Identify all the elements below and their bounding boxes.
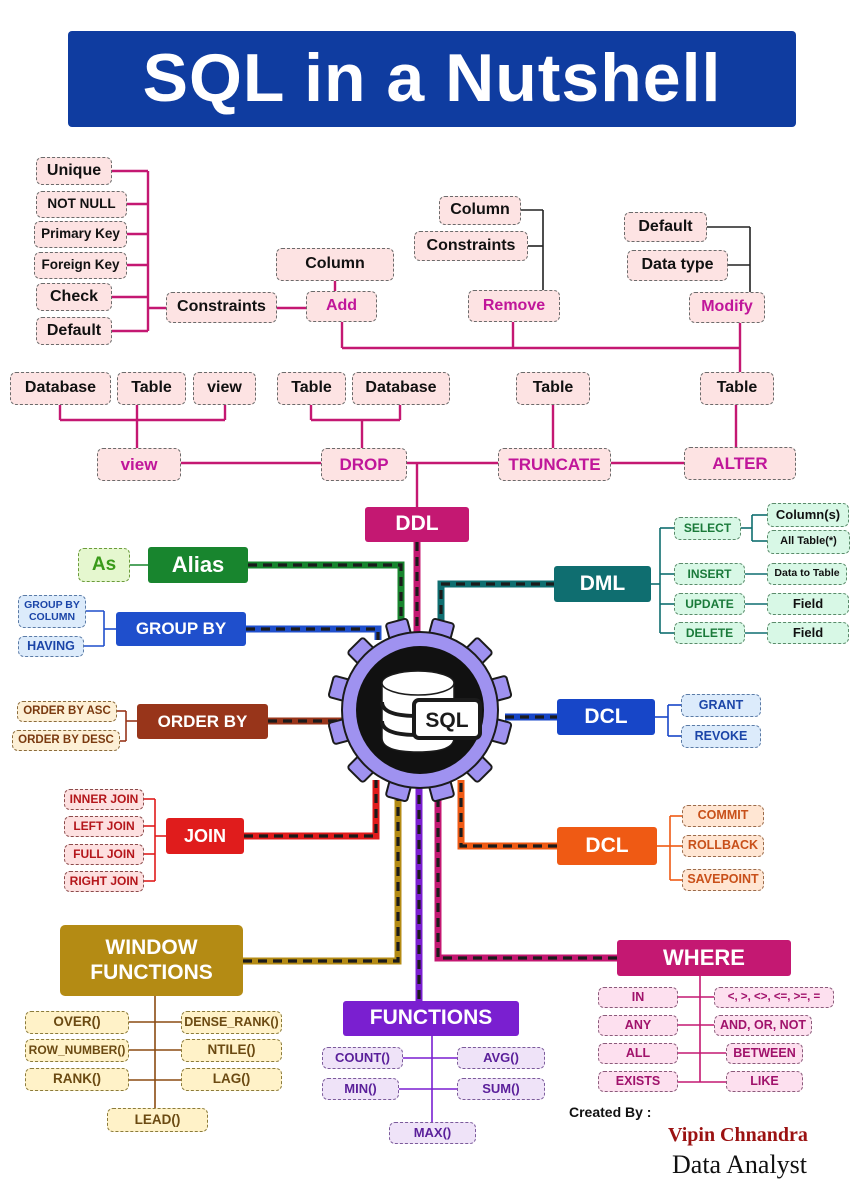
dcl-grant-header: DCL [557, 699, 655, 735]
max-node: MAX() [389, 1122, 476, 1144]
row-number-node: ROW_NUMBER() [25, 1039, 129, 1062]
full-join-node: FULL JOIN [64, 844, 144, 865]
dcl-grant-node: GRANT [681, 694, 761, 717]
group-by-column-node: GROUP BY COLUMN [18, 595, 86, 628]
logical-operators-node: AND, OR, NOT [714, 1015, 812, 1036]
alter-remove-node: Remove [468, 290, 560, 322]
view-node: view [97, 448, 181, 481]
truncate-node: TRUNCATE [498, 448, 611, 481]
remove-constraints-node: Constraints [414, 231, 528, 261]
dcl-revoke-node: REVOKE [681, 725, 761, 748]
sum-node: SUM() [457, 1078, 545, 1100]
rank-node: RANK() [25, 1068, 129, 1091]
page-title: SQL in a Nutshell [68, 31, 796, 127]
lag-node: LAG() [181, 1068, 282, 1091]
count-node: COUNT() [322, 1047, 403, 1069]
min-node: MIN() [322, 1078, 399, 1100]
sql-icon-label: SQL [425, 709, 468, 732]
insert-data-to-table-node: Data to Table [767, 563, 847, 585]
truncate-table-node: Table [516, 372, 590, 405]
where-in-node: IN [598, 987, 678, 1008]
lead-node: LEAD() [107, 1108, 208, 1132]
drop-database-node: Database [352, 372, 450, 405]
functions-header: FUNCTIONS [343, 1001, 519, 1036]
dcl-commit-header: DCL [557, 827, 657, 865]
modify-default-node: Default [624, 212, 707, 242]
select-columns-node: Column(s) [767, 503, 849, 527]
alter-add-node: Add [306, 291, 377, 322]
dml-delete-node: DELETE [674, 622, 745, 644]
constraint-default: Default [36, 317, 112, 345]
dml-header: DML [554, 566, 651, 602]
constraint-foreign-key: Foreign Key [34, 252, 127, 279]
where-all-node: ALL [598, 1043, 678, 1064]
constraint-primary-key: Primary Key [34, 221, 127, 248]
view-database-node: Database [10, 372, 111, 405]
author-role: Data Analyst [672, 1150, 808, 1179]
where-exists-node: EXISTS [598, 1071, 678, 1092]
modify-data-type-node: Data type [627, 250, 728, 281]
order-by-header: ORDER BY [137, 704, 268, 739]
between-node: BETWEEN [726, 1043, 803, 1064]
rollback-node: ROLLBACK [682, 835, 764, 857]
view-table-node: Table [117, 372, 186, 405]
view-view-node: view [193, 372, 256, 405]
constraint-unique: Unique [36, 157, 112, 185]
where-header: WHERE [617, 940, 791, 976]
update-field-node: Field [767, 593, 849, 615]
constraint-check: Check [36, 283, 112, 311]
left-join-node: LEFT JOIN [64, 816, 144, 837]
add-column-node: Column [276, 248, 394, 281]
ddl-header: DDL [365, 507, 469, 542]
delete-field-node: Field [767, 622, 849, 644]
avg-node: AVG() [457, 1047, 545, 1069]
alias-header: Alias [148, 547, 248, 583]
inner-join-node: INNER JOIN [64, 789, 144, 810]
select-all-table-node: All Table(*) [767, 530, 850, 554]
window-functions-label: WINDOW FUNCTIONS [90, 936, 213, 984]
savepoint-node: SAVEPOINT [682, 869, 764, 891]
remove-column-node: Column [439, 196, 521, 225]
group-by-column-label: GROUP BY COLUMN [24, 598, 80, 623]
drop-table-node: Table [277, 372, 346, 405]
alias-as-node: As [78, 548, 130, 582]
ntile-node: NTILE() [181, 1039, 282, 1062]
having-node: HAVING [18, 636, 84, 657]
group-by-header: GROUP BY [116, 612, 246, 646]
where-any-node: ANY [598, 1015, 678, 1036]
constraint-not-null: NOT NULL [36, 191, 127, 218]
join-header: JOIN [166, 818, 244, 854]
dml-update-node: UPDATE [674, 593, 745, 615]
comparison-operators-node: <, >, <>, <=, >=, = [714, 987, 834, 1008]
constraints-node: Constraints [166, 292, 277, 323]
created-by-label: Created By : [569, 1104, 652, 1120]
alter-modify-node: Modify [689, 292, 765, 323]
window-functions-header: WINDOW FUNCTIONS [60, 925, 243, 996]
drop-node: DROP [321, 448, 407, 481]
dense-rank-node: DENSE_RANK() [181, 1011, 282, 1034]
alter-node: ALTER [684, 447, 796, 480]
order-by-desc-node: ORDER BY DESC [12, 730, 120, 751]
right-join-node: RIGHT JOIN [64, 871, 144, 892]
over-node: OVER() [25, 1011, 129, 1034]
dml-insert-node: INSERT [674, 563, 745, 585]
dml-select-node: SELECT [674, 517, 741, 540]
order-by-asc-node: ORDER BY ASC [17, 701, 117, 722]
database-gear-icon: SQL [327, 617, 513, 803]
like-node: LIKE [726, 1071, 803, 1092]
author-name: Vipin Chnandra [668, 1124, 808, 1146]
commit-node: COMMIT [682, 805, 764, 827]
alter-table-node: Table [700, 372, 774, 405]
